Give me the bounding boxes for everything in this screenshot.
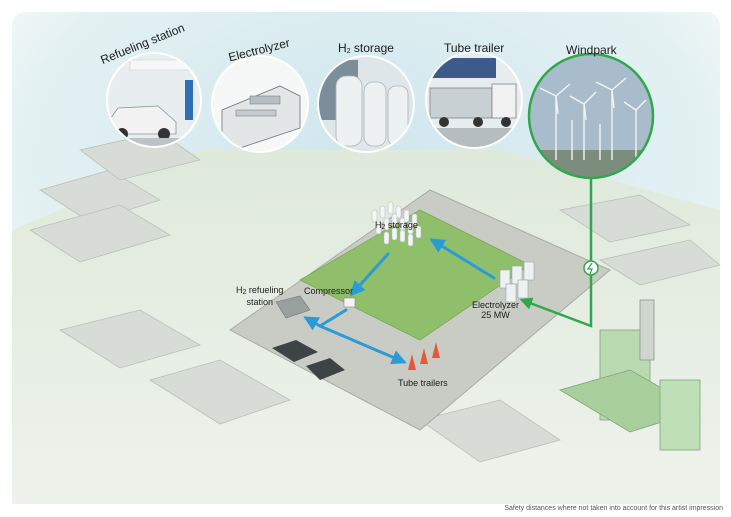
bolt-glyph (586, 262, 593, 275)
label-h2-storage-sub: 2 (381, 224, 386, 231)
label-refueling-prefix: H (236, 285, 243, 295)
label-compressor: Compressor (304, 286, 354, 296)
label-h2-refueling-station: H2 refueling station (236, 285, 283, 307)
label-refueling-line2: station (246, 297, 273, 308)
electrolyzer-units (499, 261, 535, 303)
site-building (306, 358, 345, 380)
header-h2-storage-prefix: H (338, 41, 347, 55)
label-electrolyzer-line2: 25 MW (481, 310, 510, 321)
label-tube-trailers: Tube trailers (398, 378, 448, 388)
header-h2-storage-suffix: storage (350, 41, 394, 55)
lightning-icon (583, 260, 599, 276)
power-plant (559, 299, 701, 451)
label-electrolyzer: Electrolyzer 25 MW (472, 300, 519, 321)
storage-tanks (371, 201, 422, 247)
header-h2-storage-sub: 2 (346, 48, 351, 55)
hydrogen-flows (303, 238, 496, 365)
header-h2-storage: H2 storage (338, 41, 394, 56)
header-tube-trailer: Tube trailer (444, 41, 505, 55)
surrounding-buildings (29, 131, 721, 463)
refueling-canopy (275, 295, 311, 319)
label-refueling-line1: H2 refueling (236, 285, 283, 297)
power-line (519, 176, 593, 328)
site-building (272, 340, 318, 362)
label-h2-storage-prefix: H (375, 220, 382, 230)
label-refueling-suffix: refueling (246, 285, 284, 295)
header-windpark: Windpark (566, 43, 617, 57)
photo-windpark (527, 52, 655, 180)
label-h2-storage: H2 storage (375, 220, 418, 232)
label-h2-storage-suffix: storage (385, 220, 418, 230)
photo-electrolyzer (211, 55, 309, 153)
photo-h2-storage (317, 55, 415, 153)
compressor-unit (343, 297, 356, 308)
footnote: Safety distances where not taken into ac… (504, 505, 723, 512)
label-refueling-sub: 2 (242, 289, 247, 296)
label-electrolyzer-line1: Electrolyzer (472, 300, 520, 310)
photo-tube-trailer (425, 51, 523, 149)
photo-refueling-station (106, 52, 202, 148)
tube-trailer-markers (408, 342, 440, 370)
